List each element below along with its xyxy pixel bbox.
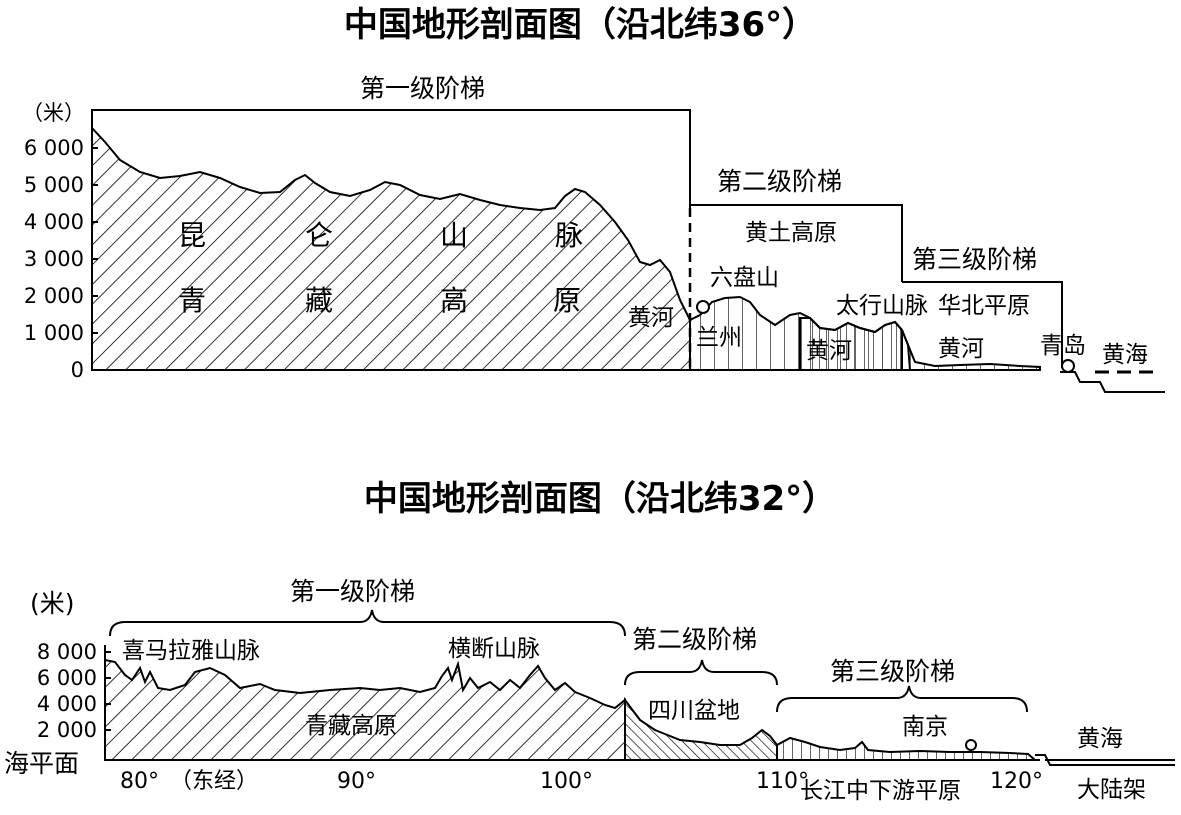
bottom-nanjing-marker	[965, 739, 977, 751]
bottom-step-third-brace	[776, 685, 1028, 713]
top-y-tick-label: 1 000	[24, 321, 84, 345]
bottom-x-tick-110: 110°	[756, 769, 809, 794]
top-lanzhou-marker	[696, 300, 710, 314]
top-kunlun-2: 仑	[305, 219, 333, 252]
top-label-taihang: 太行山脉	[836, 293, 928, 319]
top-step-third-label: 第三级阶梯	[912, 245, 1037, 274]
bottom-label-himalaya: 喜马拉雅山脉	[122, 638, 260, 664]
top-label-yellow-sea: 黄海	[1102, 342, 1148, 368]
bottom-step-first-label: 第一级阶梯	[290, 577, 415, 606]
top-label-huangtu: 黄土高原	[745, 220, 837, 246]
top-shelf	[1060, 371, 1165, 393]
top-step-second-label: 第二级阶梯	[717, 167, 842, 196]
top-label-yellow-river-1: 黄河	[628, 305, 674, 331]
bottom-sea-level: 海平面	[4, 749, 79, 778]
top-kunlun: 昆 仑 山 脉	[178, 219, 583, 252]
bottom-y-tick-label: 8 000	[37, 640, 97, 664]
top-label-huabei: 华北平原	[938, 293, 1030, 319]
top-y-unit: （米）	[22, 101, 85, 125]
bottom-x-east-label: （东经）	[170, 769, 258, 794]
top-y-tick-label: 4 000	[24, 210, 84, 234]
bottom-step-second-brace	[624, 659, 778, 686]
bottom-y-tick-label: 6 000	[37, 666, 97, 690]
bottom-label-yellow-sea: 黄海	[1077, 726, 1123, 752]
bottom-label-hengduan: 横断山脉	[448, 636, 540, 662]
top-label-qingdao: 青岛	[1040, 333, 1086, 359]
bottom-terrain-basin	[624, 697, 778, 761]
top-y-tick-label: 3 000	[24, 247, 84, 271]
bottom-label-shelf: 大陆架	[1077, 777, 1146, 803]
top-label-yellow-river-3: 黄河	[938, 336, 984, 362]
bottom-label-yangtze: 长江中下游平原	[800, 778, 961, 804]
top-y-tick-label: 0	[71, 358, 84, 382]
top-kunlun-4: 脉	[555, 219, 583, 252]
bottom-step-second-label: 第二级阶梯	[632, 625, 757, 654]
top-y-tick-label: 2 000	[24, 284, 84, 308]
top-label-yellow-river-2: 黄河	[806, 338, 852, 364]
bottom-x-tick-120: 120°	[990, 769, 1043, 794]
bottom-y-tick-label: 4 000	[37, 692, 97, 716]
top-qingzang: 青 藏 高 原	[178, 284, 581, 317]
bottom-label-qingzang: 青藏高原	[305, 713, 397, 739]
bottom-y-unit: (米)	[30, 589, 75, 618]
bottom-x-tick-90: 90°	[337, 769, 376, 794]
top-y-tick-label: 6 000	[24, 136, 84, 160]
top-step-first-label: 第一级阶梯	[360, 74, 485, 103]
top-step-third: 第三级阶梯	[902, 245, 1063, 368]
top-y-tick-label: 5 000	[24, 173, 84, 197]
bottom-title: 中国地形剖面图（沿北纬32°）	[364, 479, 836, 519]
top-qingzang-3: 高	[440, 284, 468, 317]
top-kunlun-3: 山	[440, 219, 468, 252]
top-qingzang-1: 青	[178, 284, 206, 317]
bottom-terrain-plain	[776, 736, 1038, 761]
top-label-lanzhou: 兰州	[696, 325, 742, 351]
top-qingzang-4: 原	[553, 284, 581, 317]
top-terrain-plateau	[91, 125, 691, 371]
top-qingzang-2: 藏	[305, 284, 333, 317]
bottom-y-tick-label: 2 000	[37, 718, 97, 742]
bottom-step-first-brace	[109, 609, 626, 637]
top-step-first: 第一级阶梯	[91, 74, 691, 212]
bottom-x-tick-100: 100°	[540, 769, 593, 794]
top-step-second: 第二级阶梯	[690, 167, 903, 282]
bottom-x-axis: 80° （东经） 90° 100° 110° 120°	[120, 769, 1043, 794]
bottom-x-tick-80: 80°	[120, 769, 159, 794]
top-title: 中国地形剖面图（沿北纬36°）	[344, 5, 816, 45]
top-label-liupan: 六盘山	[710, 265, 779, 291]
top-kunlun-1: 昆	[178, 219, 206, 252]
bottom-terrain-plateau	[104, 658, 626, 761]
bottom-label-sichuan: 四川盆地	[648, 698, 740, 724]
bottom-step-third-label: 第三级阶梯	[830, 657, 955, 686]
top-qingdao-marker	[1061, 359, 1075, 373]
bottom-label-nanjing: 南京	[902, 714, 948, 740]
top-y-axis: （米） 6 000 5 000 4 000 3 000 2 000 1 000 0	[22, 101, 98, 382]
top-terrain-plain	[901, 329, 1041, 371]
